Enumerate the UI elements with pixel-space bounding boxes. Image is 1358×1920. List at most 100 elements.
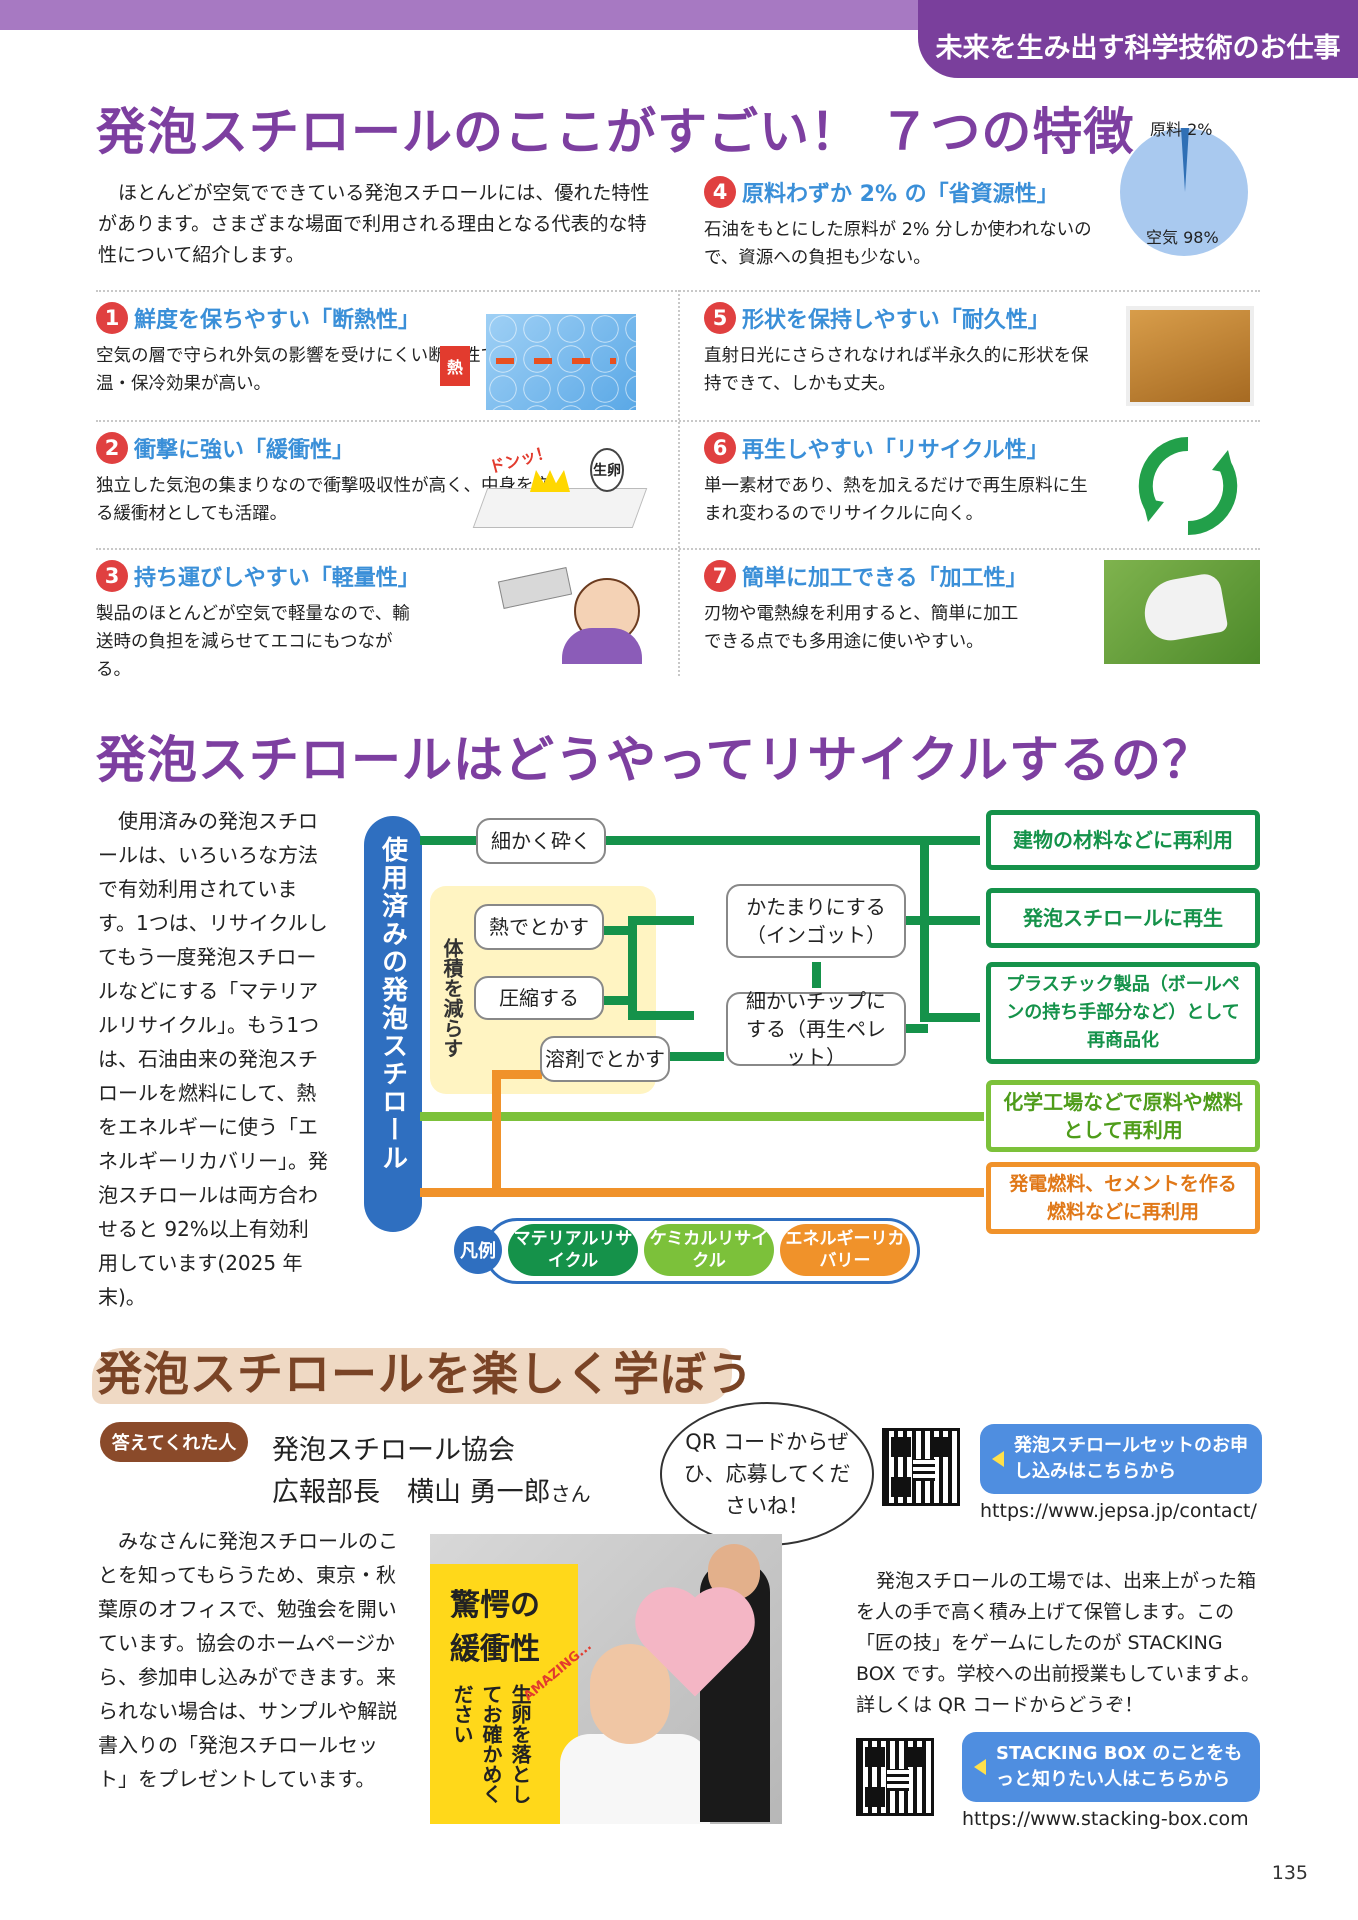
dest-building-material: 建物の材料などに再利用 <box>986 810 1260 870</box>
legend-chemical-recycle: ケミカルリサイクル <box>644 1224 774 1276</box>
flow-line <box>664 1052 724 1061</box>
wooden-board-photo <box>1126 306 1254 406</box>
answer-badge: 答えてくれた人 <box>100 1422 248 1462</box>
flow-line <box>600 926 634 935</box>
feature-body: 製品のほとんどが空気で軽量なので、輸送時の負担を減らせてエコにもつながる。 <box>96 604 410 680</box>
dinosaur-foam-photo <box>1104 560 1260 664</box>
page-number: 135 <box>1271 1862 1308 1884</box>
pie-label-raw: 原料 2% <box>1150 120 1213 139</box>
recycle-arrows-icon <box>1124 436 1252 536</box>
feature-number: 2 <box>96 432 128 464</box>
feature-title: 持ち運びしやすい「軽量性」 <box>134 566 420 591</box>
qr-code-contact[interactable] <box>882 1428 960 1506</box>
flow-line-chemical <box>420 1112 984 1121</box>
feature-title: 衝撃に強い「緩衝性」 <box>134 438 355 463</box>
feature-body: 直射日光にさらされなければ半永久的に形状を保持できて、しかも丈夫。 <box>704 346 1089 394</box>
feature-title: 鮮度を保ちやすい「断熱性」 <box>134 308 421 333</box>
dest-styrofoam: 発泡スチロールに再生 <box>986 888 1260 948</box>
flow-line <box>628 916 637 1020</box>
speech-bubble: QR コードからぜひ、応募してくださいね！ <box>660 1402 874 1546</box>
egg-icon: 生卵 <box>590 448 624 492</box>
step-pellet: 細かいチップにする（再生ペレット） <box>726 989 906 1069</box>
title-brush-bg <box>92 1348 732 1404</box>
feature-title: 原料わずか 2% の「省資源性」 <box>742 182 1059 207</box>
feature-body: 単一素材であり、熱を加えるだけで再生原料に生まれ変わるのでリサイクルに向く。 <box>704 476 1088 524</box>
step-ingot: かたまりにする（インゴット） <box>726 884 906 958</box>
feature-number: 4 <box>704 176 736 208</box>
legend-material-recycle: マテリアルリサイクル <box>508 1224 638 1276</box>
heat-arrows-icon <box>496 358 616 364</box>
section3-title: 発泡スチロールを楽しく学ぼう <box>96 1347 754 1401</box>
poster-title: 驚愕の緩衝性 <box>450 1588 540 1667</box>
feature-body: 石油をもとにした原料が 2% 分しか使われないので、資源への負担も少ない。 <box>704 220 1092 268</box>
heat-tag: 熱 <box>440 346 470 386</box>
section1-intro: ほとんどが空気でできている発泡スチロールには、優れた特性があります。さまざまな場… <box>98 182 650 266</box>
feature-number: 3 <box>96 560 128 592</box>
person-body-icon <box>562 628 642 664</box>
dest-chemical-plant: 化学工場などで原料や燃料として再利用 <box>986 1080 1260 1152</box>
flow-line-energy <box>492 1070 501 1196</box>
pie-label-air: 空気 98% <box>1146 228 1219 247</box>
dest-power-fuel: 発電燃料、セメントを作る燃料などに再利用 <box>986 1162 1260 1234</box>
step-solvent: 溶剤でとかす <box>540 1036 670 1082</box>
feature-title: 形状を保持しやすい「耐久性」 <box>742 308 1050 333</box>
person-suffix: さん <box>550 1482 591 1506</box>
scientist-coat <box>560 1734 710 1824</box>
stacking-box-info-button[interactable]: STACKING BOX のことをもっと知りたい人はこちらから <box>962 1732 1260 1802</box>
feature-number: 6 <box>704 432 736 464</box>
staff-photo: 驚愕の緩衝性 生卵を落としてお確かめください AMAZING... <box>430 1534 782 1824</box>
section1-title: 発泡スチロールのここがすごい！ ７つの特徴 <box>96 103 1135 161</box>
foam-board-illustration <box>472 488 648 528</box>
impact-burst-icon <box>530 470 570 492</box>
poster <box>430 1564 578 1824</box>
stacking-box-info-label: STACKING BOX のことをもっと知りたい人はこちらから <box>996 1743 1243 1790</box>
feature-number: 1 <box>96 302 128 334</box>
flow-line <box>420 836 966 845</box>
section3-body-left: みなさんに発泡スチロールのことを知ってもらうため、東京・秋葉原のオフィスで、勉強… <box>98 1529 398 1791</box>
volume-reduction-label: 体積を減らす <box>440 938 464 1058</box>
section2-title: 発泡スチロールはどうやってリサイクルするの？ <box>96 731 1213 789</box>
flow-line <box>920 836 980 845</box>
section2-body: 使用済みの発泡スチロールは、いろいろな方法で有効利用されています。1つは、リサイ… <box>98 809 328 1309</box>
feature-title: 簡単に加工できる「加工性」 <box>742 566 1028 591</box>
feature-body: 空気の層で守られ外気の影響を受けにくい断熱性で、保温・保冷効果が高い。 <box>96 346 533 394</box>
step-compress: 圧縮する <box>474 976 604 1020</box>
feature-title: 再生しやすい「リサイクル性」 <box>742 438 1049 463</box>
dest-plastic-products: プラスチック製品（ボールペンの持ち手部分など）として再商品化 <box>986 962 1260 1064</box>
organization-name: 発泡スチロール協会 <box>272 1435 515 1466</box>
flow-line <box>920 1013 980 1022</box>
flow-start-used-styrofoam: 使用済みの発泡スチロール <box>364 816 422 1232</box>
person-name-text: 広報部長 横山 勇一郎 <box>272 1477 551 1508</box>
flow-line <box>812 962 821 988</box>
qr-code-stacking-box[interactable] <box>856 1738 934 1816</box>
stacking-box-url-link[interactable]: https://www.stacking-box.com <box>962 1808 1249 1830</box>
series-tab: 未来を生み出す科学技術のお仕事 <box>918 0 1358 78</box>
flow-line-energy <box>420 1188 984 1197</box>
speech-bubble-text: QR コードからぜひ、応募してくださいね！ <box>683 1430 851 1518</box>
person-name: 広報部長 横山 勇一郎さん <box>272 1470 591 1509</box>
flow-line-energy <box>492 1070 542 1079</box>
styrofoam-set-apply-button[interactable]: 発泡スチロールセットのお申し込みはこちらから <box>980 1424 1262 1494</box>
poster-subtitle: 生卵を落としてお確かめください <box>450 1684 532 1804</box>
legend-badge: 凡例 <box>454 1226 502 1274</box>
feature-body: 独立した気泡の集まりなので衝撃吸収性が高く、中身を守る緩衝材としても活躍。 <box>96 476 551 524</box>
flow-line <box>600 996 634 1005</box>
step-melt: 熱でとかす <box>474 904 604 950</box>
scientist-face <box>590 1644 670 1744</box>
flow-line <box>628 1011 694 1020</box>
flow-line <box>920 916 980 925</box>
feature-number: 7 <box>704 560 736 592</box>
flow-line <box>920 836 929 1022</box>
legend-energy-recovery: エネルギーリカバリー <box>780 1224 910 1276</box>
flow-line <box>902 916 928 925</box>
flow-line <box>628 916 694 925</box>
contact-url-link[interactable]: https://www.jepsa.jp/contact/ <box>980 1500 1257 1522</box>
feature-body: 刃物や電熱線を利用すると、簡単に加工できる点でも多用途に使いやすい。 <box>704 604 1019 652</box>
styrofoam-set-apply-label: 発泡スチロールセットのお申し込みはこちらから <box>1014 1435 1248 1482</box>
